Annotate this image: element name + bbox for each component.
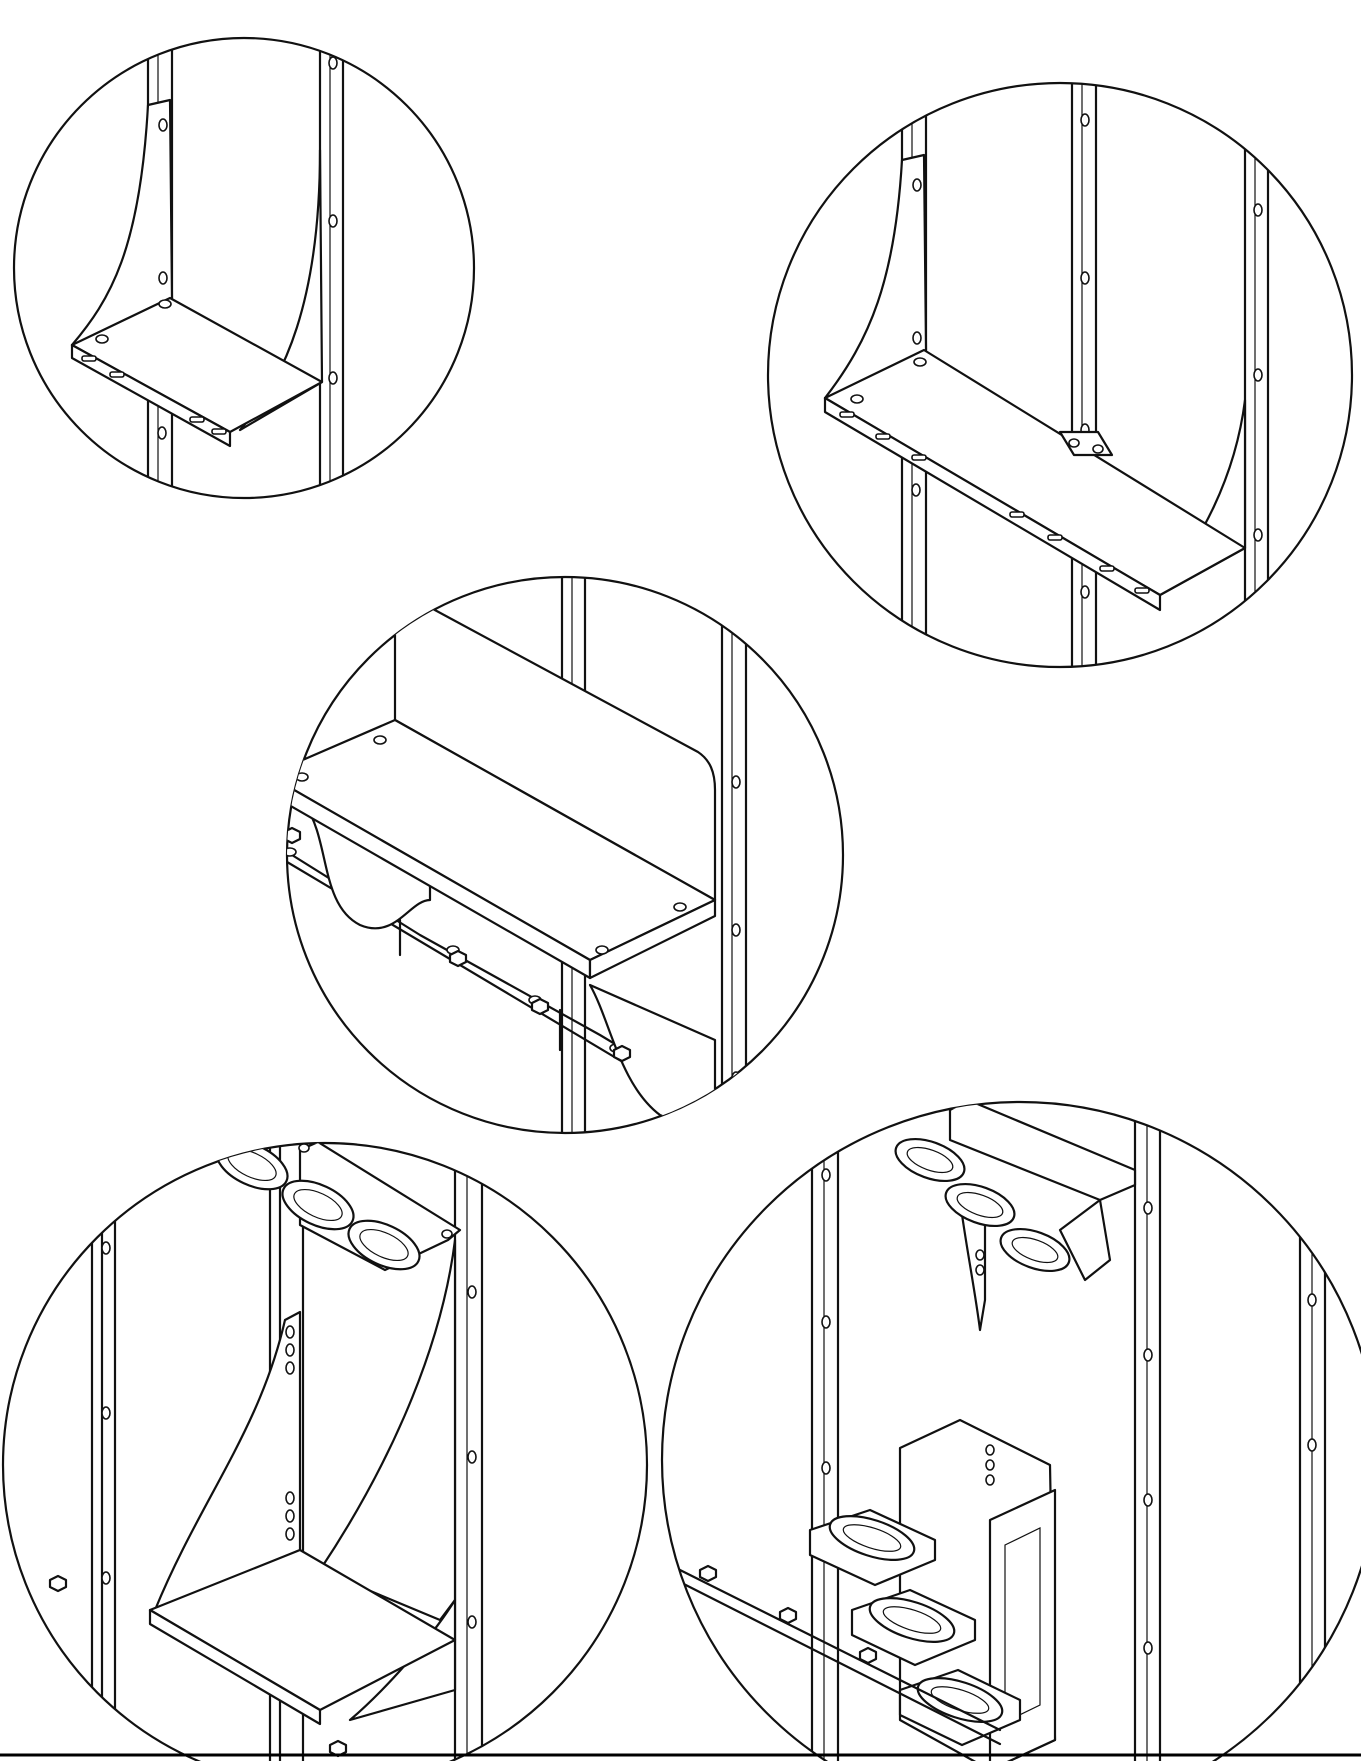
upper-ring-rack: [890, 1100, 1135, 1330]
upright-rail-right: [320, 30, 343, 510]
upright-rails: [812, 1100, 1325, 1761]
detail-view-shelf-bracket-single: [14, 30, 474, 510]
shelf-plate-wide: [825, 350, 1245, 610]
detail-view-cylinder-holder-and-oval-cup-rack: [660, 1100, 1361, 1761]
detail-view-shelf-bracket-wide: [768, 60, 1352, 680]
detail-view-bench-seat: [220, 575, 843, 1150]
detail-view-cylinder-holder-three-ring: [3, 1131, 647, 1761]
